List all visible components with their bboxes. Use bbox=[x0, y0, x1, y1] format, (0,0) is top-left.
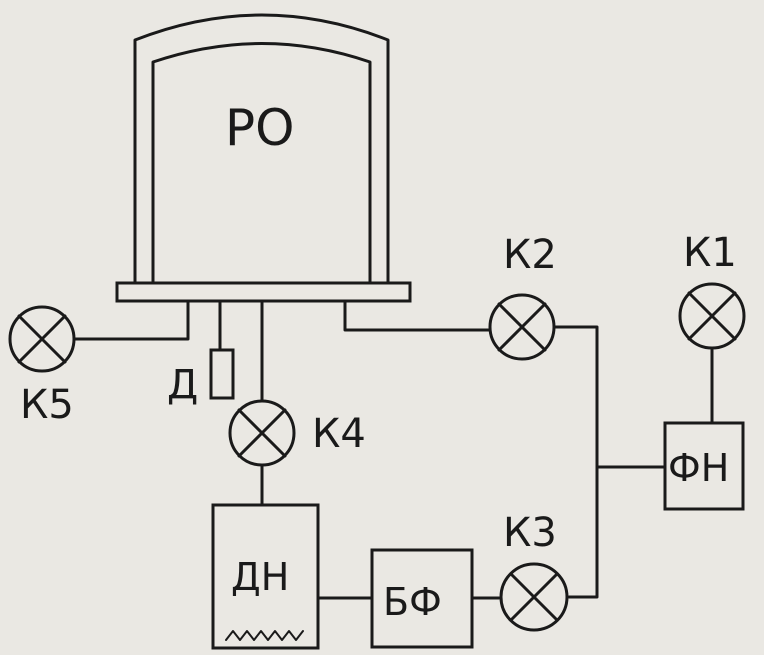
valve-k3-cross-b bbox=[509, 572, 559, 622]
valve-k4-label: К4 bbox=[312, 411, 366, 457]
chamber-base-plate bbox=[115, 281, 412, 303]
pipe-k5 bbox=[72, 299, 190, 341]
chamber-inner-wall bbox=[151, 42, 372, 285]
fore-pump-label: ФН bbox=[668, 446, 729, 490]
valve-k3: К3 bbox=[499, 510, 569, 632]
valve-k1: К1 bbox=[678, 230, 746, 350]
valve-k4-cross-b bbox=[237, 408, 287, 458]
valve-k1-label: К1 bbox=[683, 230, 737, 276]
fore-pump: ФН bbox=[663, 421, 745, 511]
valve-k3-label: К3 bbox=[503, 510, 557, 556]
sensor-label: Д bbox=[167, 362, 198, 408]
vacuum-chamber: РО bbox=[115, 13, 412, 303]
trap-filter-box bbox=[370, 548, 474, 649]
valve-k4-circle bbox=[228, 399, 296, 467]
pipe-k2 bbox=[343, 299, 491, 332]
valve-k2-cross-b bbox=[497, 302, 547, 352]
valve-k3-circle bbox=[499, 562, 569, 632]
valve-k5-cross-b bbox=[17, 314, 67, 364]
diffusion-pump-box bbox=[211, 503, 320, 650]
pipelines bbox=[72, 299, 714, 600]
heater-zigzag-icon bbox=[225, 630, 304, 641]
diffusion-pump: ДН bbox=[211, 503, 320, 650]
valve-k4: К4 bbox=[228, 399, 366, 467]
chamber-outer-wall bbox=[133, 13, 390, 285]
valve-k1-cross-b bbox=[687, 291, 737, 341]
trap-filter-label: БФ bbox=[383, 580, 442, 624]
chamber-label: РО bbox=[225, 99, 295, 157]
trap-filter: БФ bbox=[370, 548, 474, 649]
pressure-sensor: Д bbox=[167, 348, 235, 408]
valve-k1-circle bbox=[678, 282, 746, 350]
valve-k2: К2 bbox=[488, 232, 557, 361]
valve-k5-circle bbox=[8, 305, 76, 373]
diffusion-pump-label: ДН bbox=[231, 555, 289, 599]
valve-k5: К5 bbox=[8, 305, 76, 428]
valve-k2-circle bbox=[488, 293, 556, 361]
fore-pump-box bbox=[663, 421, 745, 511]
pipe-k2-manifold bbox=[553, 325, 599, 599]
sensor-body bbox=[209, 348, 235, 400]
valve-k2-label: К2 bbox=[503, 232, 557, 278]
valve-k5-label: К5 bbox=[20, 382, 74, 428]
